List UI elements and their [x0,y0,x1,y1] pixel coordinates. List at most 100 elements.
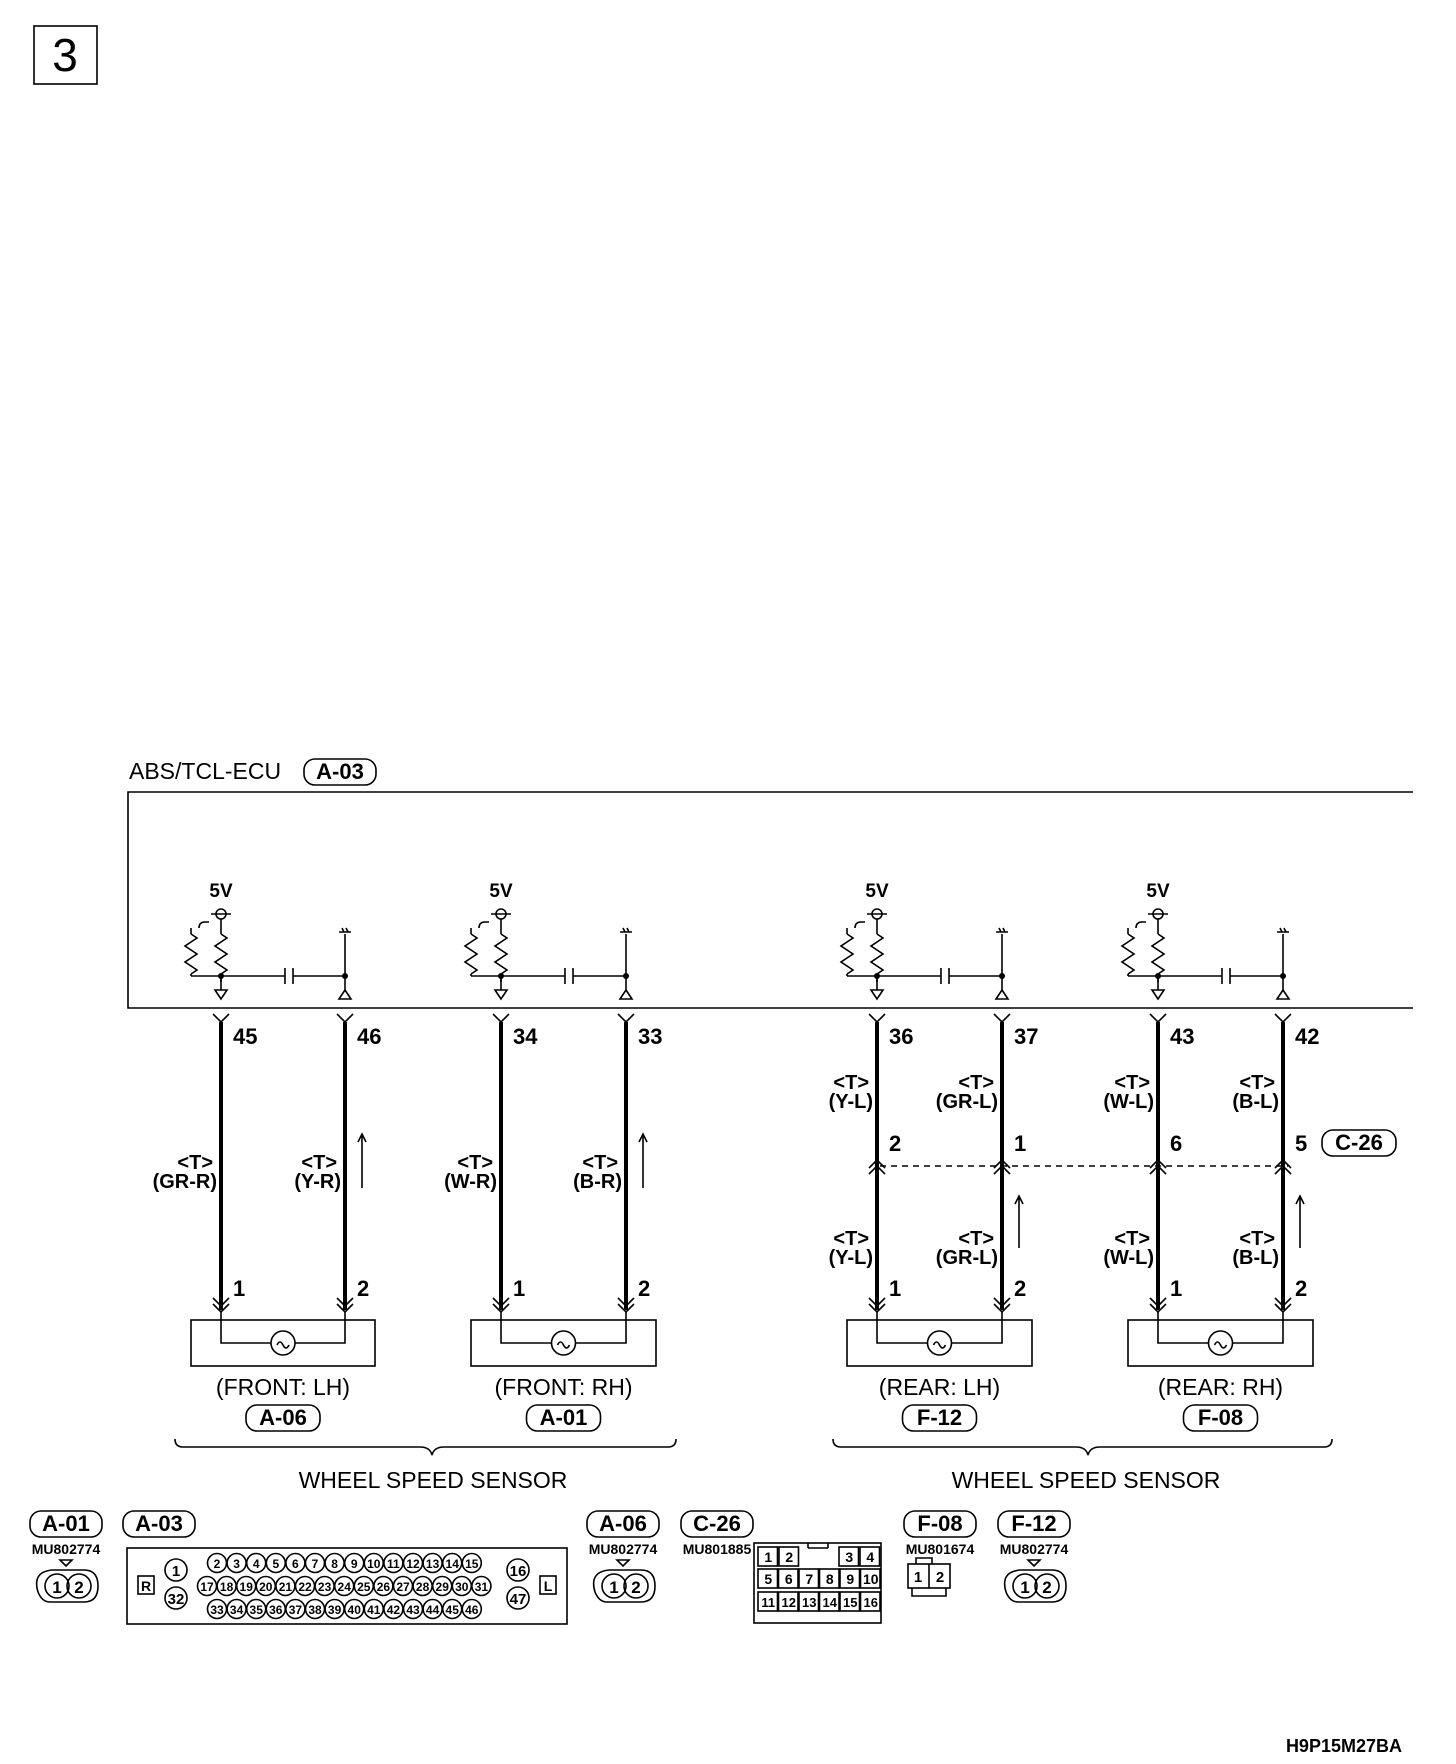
pin-label: 11 [387,1557,400,1571]
pin-circle [623,1573,649,1599]
legend-connector-code: F-08 [917,1511,962,1536]
wire-color-label: (B-R) [573,1171,622,1193]
side-label: L [544,1578,553,1594]
wheel-speed-sensor-body [846,1319,1033,1367]
sensor-connector-code: A-01 [540,1405,588,1430]
pin-label: 47 [510,1591,527,1608]
legend-part-number: MU801885 [683,1541,752,1557]
pin-label: 10 [863,1571,879,1587]
pin-label: 23 [318,1580,332,1594]
latch-icon [58,1559,74,1568]
legend-connector-tag [903,1510,977,1538]
connector-housing-icon [1003,1569,1067,1603]
capacitor-icon [564,968,574,984]
pin-arrow-icon [492,1013,510,1024]
side-marker [539,1575,557,1595]
bias-resistor-icon [184,933,198,975]
front-sensor-bracket [174,1438,677,1456]
legend-part-number: MU802774 [1000,1541,1069,1557]
ecu-pin-number: 37 [1014,1024,1038,1049]
legend-connector-code: F-12 [1011,1511,1056,1536]
pin-arrow-icon [993,1013,1011,1024]
pin-cell [859,1568,881,1589]
latch-icon [615,1559,631,1568]
voltage-label: 5V [209,881,233,902]
wheel-speed-sensor-body [1127,1319,1314,1367]
voltage-label: 5V [1146,881,1170,902]
harness-tag: <T> [1239,1072,1275,1094]
pin-arrow-icon [1274,1013,1292,1024]
pin-arrow-icon [617,1013,635,1024]
sensor-pin-number: 1 [1170,1276,1182,1301]
ecu-pin-number: 33 [638,1024,662,1049]
legend-connector-code: A-01 [42,1511,90,1536]
pin-label: 33 [210,1603,224,1617]
front-group-label: WHEEL SPEED SENSOR [299,1467,568,1493]
harness-tag: <T> [1239,1228,1275,1250]
junction-pin-number: 2 [889,1131,901,1156]
pin-label: 37 [289,1603,303,1617]
ground-icon [339,927,351,933]
ecu-terminal-icon [869,989,885,1001]
pin-label: 8 [826,1571,834,1587]
ground-icon [996,927,1008,933]
latch-icon [915,1557,933,1564]
pin-label: 21 [279,1580,293,1594]
connector-housing-icon [592,1569,656,1603]
junction-pin-number: 1 [1014,1131,1026,1156]
wire-color-label: (GR-L) [936,1247,998,1269]
capacitor-icon [284,968,294,984]
bias-resistor-icon [1121,933,1135,975]
ecu-terminal-icon [493,989,509,1001]
ac-wave-icon [1213,1341,1228,1349]
side-marker [137,1575,155,1595]
sensor-connector-tag [901,1404,978,1432]
pullup-resistor-icon [870,933,884,975]
pin-label: 7 [312,1557,319,1571]
wire-color-label: (Y-R) [294,1171,341,1193]
sensor-position: (REAR: LH) [879,1374,1000,1400]
wire-color-label: (B-L) [1232,1247,1279,1269]
harness-tag: <T> [833,1228,869,1250]
sensor-coil-icon [926,1330,953,1356]
pin-label: 2 [74,1578,83,1597]
junction-connector-tag: C-26 [1321,1129,1397,1157]
harness-tag: <T> [177,1152,213,1174]
pin-circle [601,1573,627,1599]
capacitor-icon [940,968,950,984]
rear-group-label: WHEEL SPEED SENSOR [952,1467,1221,1493]
pin-label: 27 [396,1580,410,1594]
current-arrow-icon [638,1132,648,1188]
pin-cell [777,1568,799,1589]
harness-tag: <T> [582,1152,618,1174]
pin-label: 42 [387,1603,401,1617]
legend-connector-tag [997,1510,1071,1538]
junction-pin-number: 6 [1170,1131,1182,1156]
bias-resistor-icon [464,933,478,975]
pin-label: 31 [475,1580,489,1594]
pin-label: 15 [843,1595,857,1610]
pin-label: 2 [1042,1578,1051,1597]
pin-circle [164,1558,188,1582]
pin-label: 5 [764,1571,772,1587]
current-arrow-icon [1295,1194,1305,1248]
pin-label: 10 [367,1557,381,1571]
pin-label: 16 [510,1563,527,1580]
pin-arrow-icon [868,1013,886,1024]
pin-circle [1034,1573,1060,1599]
side-label: R [141,1578,151,1594]
legend-part-number: MU802774 [589,1541,658,1557]
pin-label: 29 [436,1580,450,1594]
pin-label: 7 [805,1571,813,1587]
ecu-pin-number: 43 [1170,1024,1194,1049]
pin-arrow-icon [212,1013,230,1024]
pin-label: 30 [455,1580,469,1594]
sensor-connector-code: A-06 [259,1405,307,1430]
pin-label: 11 [761,1595,775,1610]
pullup-resistor-icon [494,933,508,975]
pin-label: 16 [864,1595,878,1610]
